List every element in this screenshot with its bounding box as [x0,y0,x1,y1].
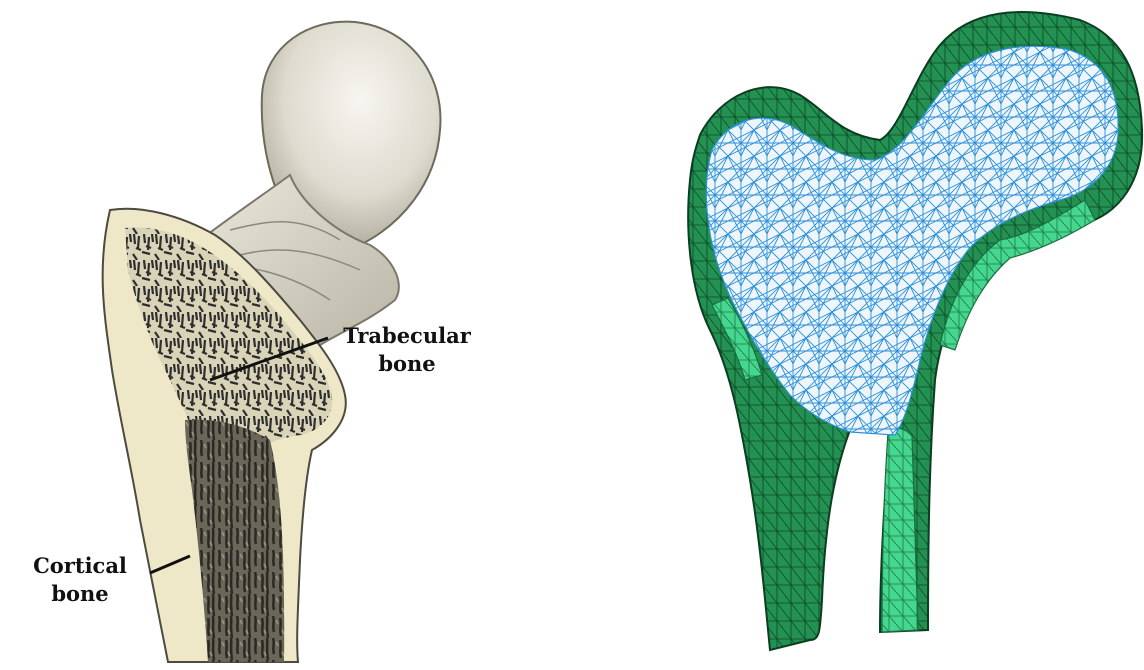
trabecular-label-line2: bone [332,350,482,378]
cortical-label-line1: Cortical [20,552,140,580]
trabecular-label-line1: Trabecular [332,322,482,350]
cortical-label-line2: bone [20,580,140,608]
trabecular-bone-label: Trabecular bone [332,322,482,378]
mesh-shaft-inner-wall [882,428,918,632]
finite-element-mesh [688,12,1142,650]
cortical-bone-label: Cortical bone [20,552,140,608]
